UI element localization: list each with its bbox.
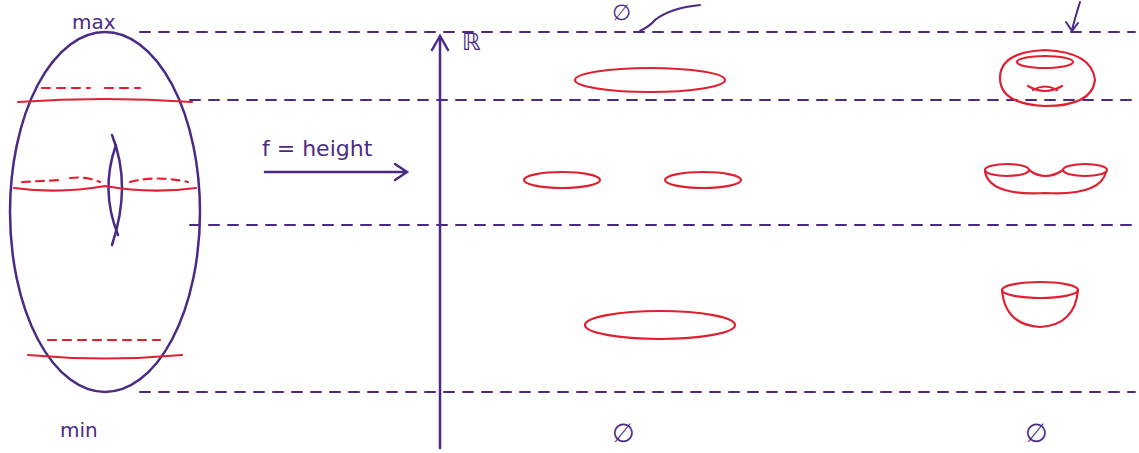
slice-back	[22, 178, 100, 183]
surface-hole	[108, 145, 118, 235]
slice-front	[14, 186, 196, 191]
slice-back	[48, 339, 160, 341]
sublevel-torus	[1000, 50, 1095, 106]
torus-hole	[1028, 86, 1062, 91]
level-circle	[665, 172, 741, 188]
axis-arrowhead	[432, 36, 448, 50]
empty-set: ∅	[612, 420, 635, 446]
pointer-arrowhead	[1066, 22, 1078, 31]
map-arrowhead	[395, 164, 407, 180]
slice-front	[18, 99, 192, 102]
slice-back	[42, 87, 140, 89]
level-circle	[524, 172, 600, 188]
level-line	[140, 31, 1135, 33]
sublevel-saddle	[1029, 170, 1063, 176]
empty-set: ∅	[612, 2, 631, 24]
torus-hole	[1033, 87, 1057, 91]
sublevel-cut	[1017, 56, 1073, 68]
surface-outline	[10, 32, 200, 392]
sublevel-cut	[1002, 282, 1078, 298]
map-arrow	[265, 171, 405, 174]
slice-back	[130, 179, 188, 183]
slice-front	[28, 355, 182, 359]
max-label: max	[72, 12, 116, 32]
sublevel-cut	[1063, 164, 1107, 176]
level-line	[190, 99, 1135, 101]
map-label: f = height	[262, 138, 372, 160]
pointer-arrow	[655, 5, 700, 20]
min-label: min	[60, 420, 98, 440]
level-sets	[14, 50, 1107, 359]
sublevel-bowl	[1002, 290, 1078, 327]
guides	[10, 2, 1135, 448]
level-circle	[585, 311, 735, 339]
sublevel-cut	[985, 164, 1029, 176]
empty-set: ∅	[1025, 420, 1048, 446]
axis-line	[439, 38, 442, 448]
level-line	[190, 224, 1135, 226]
level-circle	[575, 68, 725, 92]
axis-label: ℝ	[462, 30, 481, 54]
level-line	[140, 391, 1135, 393]
pointer-arrow	[640, 20, 655, 31]
